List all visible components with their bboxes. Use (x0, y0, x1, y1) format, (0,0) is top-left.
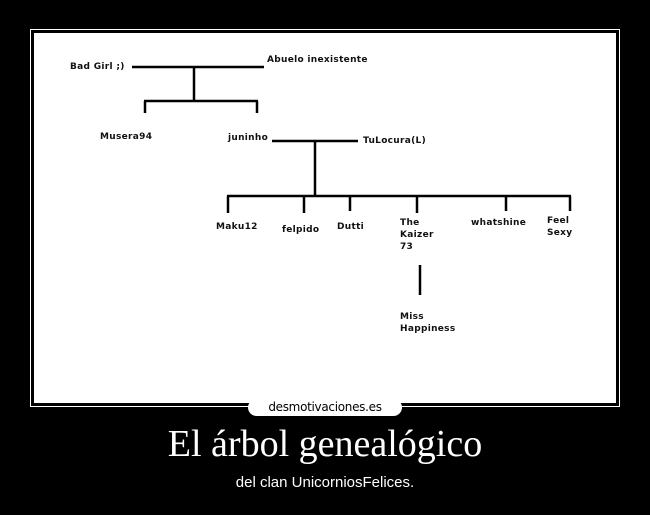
node-dutti: Dutti (337, 222, 365, 232)
poster-title: El árbol genealógico (167, 423, 483, 465)
node-feel-sexy: Feel Sexy (547, 216, 573, 238)
node-felpido: felpido (282, 225, 320, 235)
node-tulocura: TuLocura(L) (363, 136, 426, 146)
node-musera94: Musera94 (100, 132, 153, 142)
node-maku12: Maku12 (216, 222, 258, 232)
node-the-kaizer-73: The Kaizer 73 (400, 218, 434, 252)
node-juninho: juninho (228, 133, 269, 143)
node-miss-happiness: Miss Happiness (400, 312, 456, 334)
tree-connectors (132, 65, 572, 295)
node-whatshine: whatshine (471, 218, 527, 228)
node-bad-girl: Bad Girl ;) (70, 62, 125, 72)
poster-subtitle: del clan UnicorniosFelices. (235, 474, 415, 491)
watermark-logo: desmotivaciones.es (248, 399, 402, 416)
node-abuelo-inexistente: Abuelo inexistente (267, 55, 368, 65)
family-tree-diagram: Bad Girl ;) Abuelo inexistente Musera94 … (34, 33, 616, 403)
